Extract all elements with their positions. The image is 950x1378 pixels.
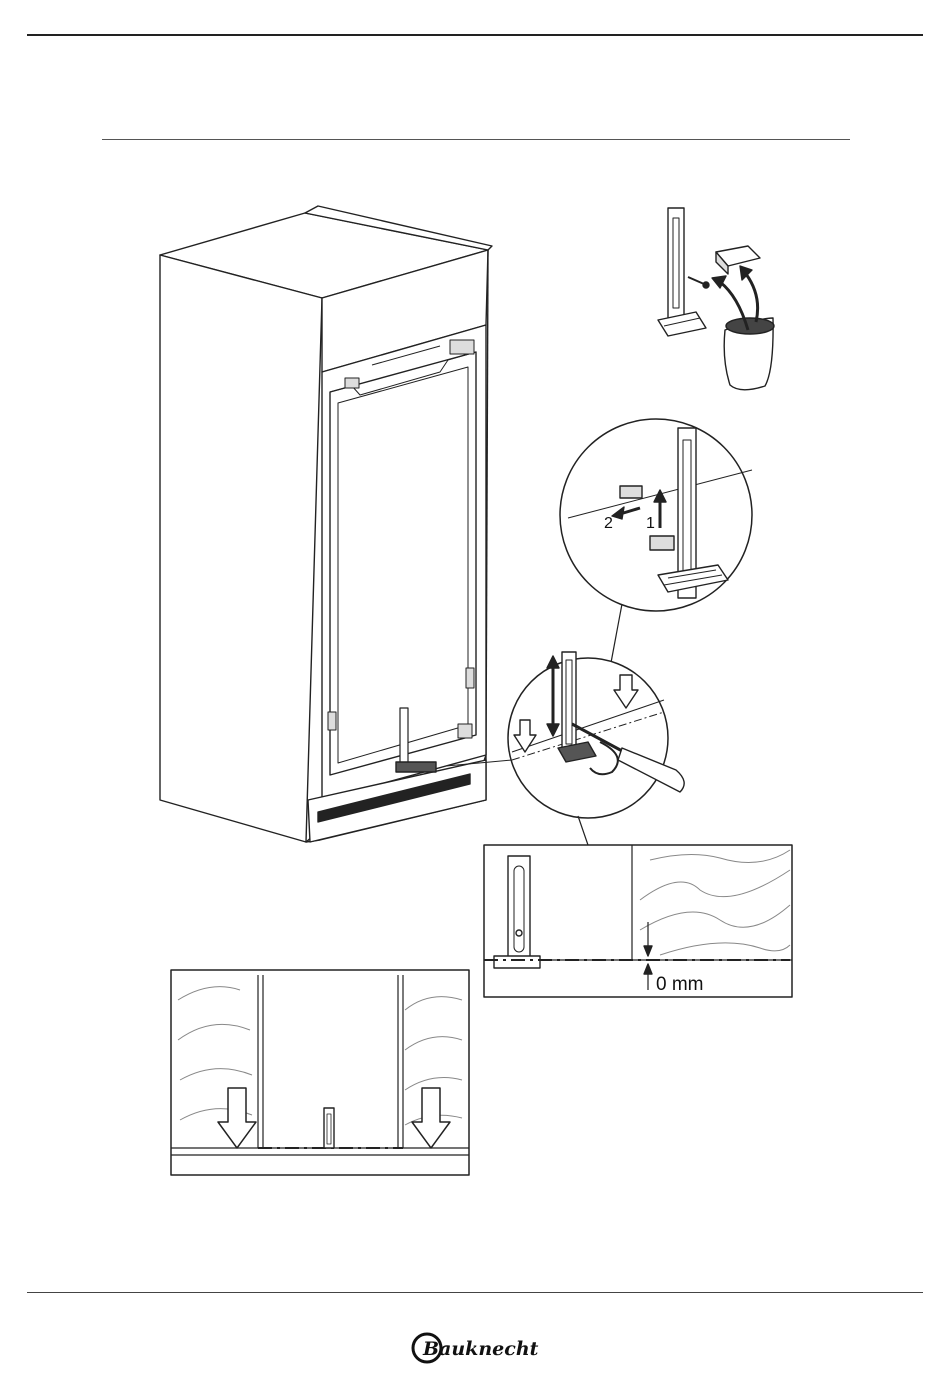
brand-name: Bauknecht	[422, 1338, 539, 1360]
adjustment-detail-circle	[508, 652, 684, 845]
step-2-label: 2	[604, 515, 613, 532]
appliance-cabinet	[160, 206, 512, 842]
footer-rule	[27, 1292, 923, 1293]
gap-detail-box	[484, 845, 792, 997]
gap-measure-label: 0 mm	[656, 974, 704, 995]
clip-detail-circle	[560, 419, 752, 668]
brand-logo: Bauknecht	[411, 1330, 541, 1366]
bracket-parts-illustration	[658, 208, 774, 390]
alignment-detail-box	[171, 970, 469, 1175]
step-1-label: 1	[646, 515, 655, 532]
